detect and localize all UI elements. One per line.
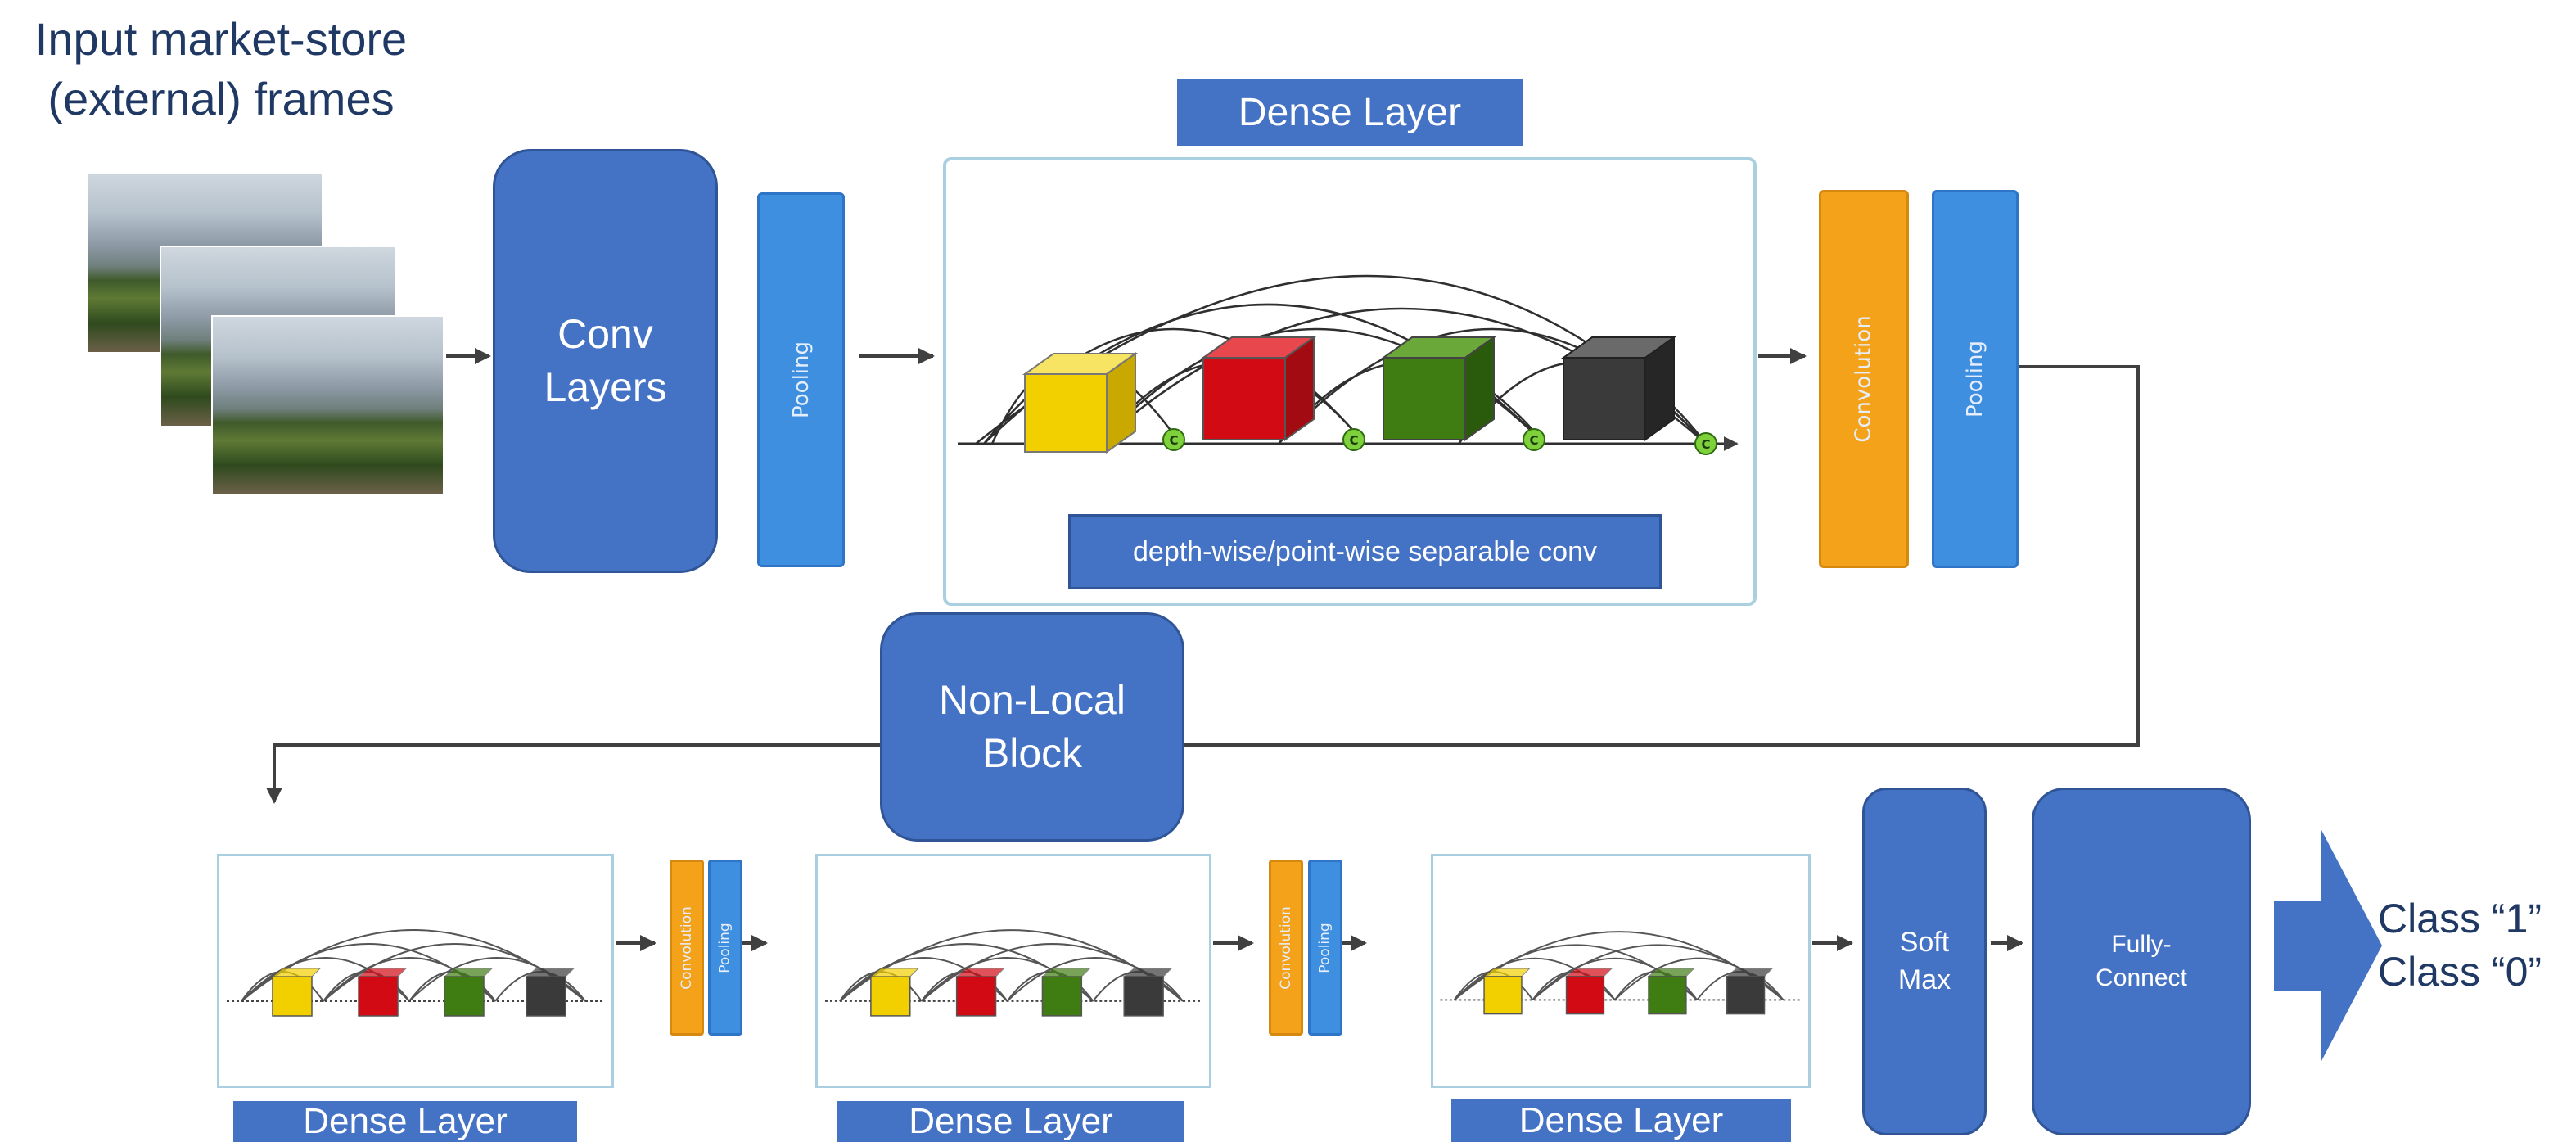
non-local-line-1: Non-Local (939, 677, 1126, 723)
pooling-block-top: Pooling (757, 192, 845, 567)
dense-cube-top (955, 968, 1005, 977)
concat-symbol-2: C (1349, 433, 1358, 448)
softmax-line-1: Soft (1899, 926, 1950, 958)
dense-cube (955, 976, 997, 1017)
input-frame-3 (211, 315, 444, 495)
dense-cube (1648, 975, 1687, 1015)
dense-cube-top (271, 968, 322, 977)
pooling-label-top: Pooling (788, 341, 814, 418)
input-title-line-1: Input market-store (34, 13, 408, 65)
dense-cube (870, 976, 911, 1017)
pooling-label-bottom-1: Pooling (717, 922, 733, 973)
dense-cube (1565, 975, 1605, 1015)
fully-connect-block: Fully- Connect (2032, 788, 2251, 1135)
input-title-line-2: (external) frames (47, 72, 395, 124)
dense-cube-top (443, 968, 494, 977)
dense-connectivity-graph-2 (824, 929, 1202, 1017)
convolution-block-bottom-1: Convolution (670, 860, 704, 1036)
conv-layers-line-1: Conv (557, 311, 653, 357)
dense-cube-top (357, 968, 408, 977)
pooling-label-top-2: Pooling (1963, 341, 1987, 418)
dense-cube-top (1482, 968, 1531, 977)
feedback-line (266, 365, 2140, 804)
fully-connect-line-1: Fully- (2111, 931, 2172, 958)
output-class-1: Class “1” (2378, 896, 2542, 941)
dense-cube (272, 976, 313, 1017)
convolution-block-top: Convolution (1819, 190, 1909, 568)
pooling-block-bottom-2: Pooling (1308, 860, 1342, 1036)
dense-cube (1123, 976, 1164, 1017)
separable-conv-caption: depth-wise/point-wise separable conv (1068, 514, 1662, 589)
dense-connectivity-graph-top: C C C C (958, 274, 1739, 455)
dense-layer-banner-top: Dense Layer (1177, 79, 1523, 146)
convolution-label-bottom-2: Convolution (1278, 905, 1295, 990)
dense-cube-top (1726, 968, 1774, 977)
dense-connectivity-graph-3 (1440, 931, 1801, 1015)
softmax-block: Soft Max (1862, 788, 1987, 1135)
output-classes: Class “1” Class “0” (2378, 892, 2574, 999)
dense-cube (1483, 975, 1523, 1015)
dense-cube-top (1565, 968, 1613, 977)
dense-cube-top (1122, 968, 1173, 977)
concat-symbol-3: C (1529, 433, 1538, 448)
dense-layer-label-1: Dense Layer (233, 1101, 577, 1142)
dense-cube-top (525, 968, 575, 977)
dense-layer-label-3: Dense Layer (1451, 1099, 1791, 1142)
convolution-label-bottom-1: Convolution (679, 905, 696, 990)
dense-layer-label-2: Dense Layer (837, 1101, 1184, 1142)
dense-cube-top (869, 968, 919, 977)
softmax-line-2: Max (1897, 964, 1951, 995)
pooling-label-bottom-2: Pooling (1317, 922, 1333, 973)
non-local-block: Non-Local Block (880, 612, 1184, 842)
convolution-label-top: Convolution (1852, 315, 1876, 443)
concat-symbol-1: C (1169, 433, 1178, 448)
dense-cube (1726, 975, 1766, 1015)
dense-cube (444, 976, 485, 1017)
output-arrow (2274, 828, 2382, 1063)
non-local-line-2: Block (981, 730, 1083, 776)
output-class-0: Class “0” (2378, 949, 2542, 995)
concat-symbol-4: C (1701, 437, 1710, 452)
dense-cube-top (1041, 968, 1091, 977)
dense-cube (358, 976, 399, 1017)
conv-layers-block: Conv Layers (493, 149, 718, 573)
pooling-block-top-2: Pooling (1932, 190, 2019, 568)
dense-connectivity-graph-1 (227, 929, 603, 1017)
input-title: Input market-store (external) frames (0, 10, 442, 129)
fully-connect-line-2: Connect (2096, 964, 2187, 991)
dense-cube-top (1647, 968, 1695, 977)
dense-cube (1041, 976, 1083, 1017)
pooling-block-bottom-1: Pooling (708, 860, 742, 1036)
conv-layers-line-2: Layers (544, 364, 667, 410)
dense-cube (526, 976, 566, 1017)
convolution-block-bottom-2: Convolution (1269, 860, 1303, 1036)
